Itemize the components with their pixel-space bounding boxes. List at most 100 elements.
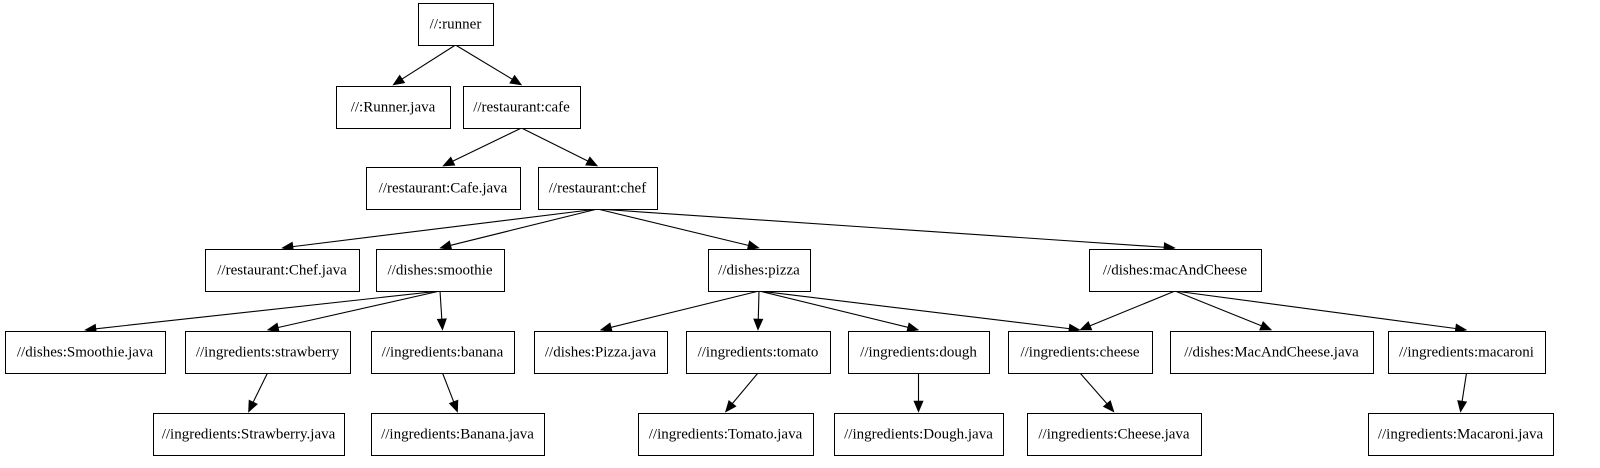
graph-node[interactable]: //dishes:MacAndCheese.java: [1170, 331, 1374, 374]
node-box[interactable]: [185, 331, 351, 374]
edge-arrowhead: [436, 318, 447, 331]
node-box[interactable]: [418, 3, 494, 46]
node-label: //ingredients:Macaroni.java: [1378, 426, 1544, 442]
node-box[interactable]: [848, 331, 990, 374]
edge-arrowhead: [448, 399, 459, 413]
graph-node[interactable]: //:runner: [418, 3, 494, 46]
graph-node[interactable]: //ingredients:banana: [371, 331, 515, 374]
node-label: //ingredients:cheese: [1020, 344, 1139, 360]
node-label: //dishes:Pizza.java: [545, 344, 657, 360]
edge-arrowhead: [1259, 321, 1273, 331]
edge-line: [441, 372, 455, 402]
edge-line: [455, 44, 513, 80]
graph-node[interactable]: //restaurant:Chef.java: [205, 249, 360, 292]
edge-arrowhead: [439, 240, 453, 251]
graph-node[interactable]: //dishes:macAndCheese: [1089, 249, 1262, 292]
edge-arrowhead: [906, 322, 920, 333]
node-box[interactable]: [834, 413, 1004, 456]
edge-line: [521, 127, 588, 162]
graph-node[interactable]: //ingredients:macaroni: [1388, 331, 1546, 374]
graph-node[interactable]: //restaurant:Cafe.java: [366, 167, 521, 210]
node-label: //dishes:smoothie: [388, 262, 493, 278]
node-box[interactable]: [1368, 413, 1554, 456]
node-box[interactable]: [371, 413, 545, 456]
graph-node[interactable]: //dishes:Smoothie.java: [5, 331, 166, 374]
edge-arrowhead: [442, 156, 456, 167]
edges-layer: [84, 44, 1468, 413]
edge-arrowhead: [913, 400, 924, 413]
node-label: //:runner: [430, 16, 482, 32]
node-box[interactable]: [708, 249, 811, 292]
node-box[interactable]: [1170, 331, 1374, 374]
edge-line: [452, 127, 522, 162]
node-box[interactable]: [153, 413, 345, 456]
node-box[interactable]: [376, 249, 505, 292]
node-box[interactable]: [534, 331, 668, 374]
edge-line: [758, 290, 1070, 330]
edge-line: [278, 290, 441, 329]
node-box[interactable]: [336, 86, 451, 129]
node-box[interactable]: [1388, 331, 1546, 374]
edge-line: [450, 208, 598, 246]
node-box[interactable]: [366, 167, 521, 210]
graph-node[interactable]: //ingredients:strawberry: [185, 331, 351, 374]
edge-line: [1174, 290, 1262, 327]
graph-node[interactable]: //:Runner.java: [336, 86, 451, 129]
node-box[interactable]: [463, 86, 581, 129]
edge-line: [758, 290, 908, 328]
edge-arrowhead: [725, 400, 737, 413]
edge-line: [597, 208, 1165, 248]
node-box[interactable]: [371, 331, 515, 374]
node-label: //dishes:Smoothie.java: [17, 344, 154, 360]
edge-arrowhead: [1079, 320, 1093, 331]
graph-node[interactable]: //dishes:smoothie: [376, 249, 505, 292]
node-box[interactable]: [1027, 413, 1202, 456]
edge-line: [439, 290, 443, 320]
node-label: //ingredients:Tomato.java: [649, 426, 803, 442]
graph-node[interactable]: //dishes:pizza: [708, 249, 811, 292]
node-box[interactable]: [538, 167, 658, 210]
edge-line: [757, 290, 760, 320]
graph-node[interactable]: //ingredients:dough: [848, 331, 990, 374]
graph-node[interactable]: //ingredients:Tomato.java: [638, 413, 814, 456]
edge-line: [1174, 290, 1456, 330]
node-label: //dishes:MacAndCheese.java: [1184, 344, 1359, 360]
graph-node[interactable]: //ingredients:Dough.java: [834, 413, 1004, 456]
node-box[interactable]: [5, 331, 166, 374]
node-label: //ingredients:strawberry: [196, 344, 340, 360]
graph-node[interactable]: //ingredients:Macaroni.java: [1368, 413, 1554, 456]
graph-node[interactable]: //restaurant:chef: [538, 167, 658, 210]
edge-arrowhead: [585, 156, 599, 167]
nodes-layer: //:runner //:Runner.java //restaurant:cafe…: [5, 3, 1554, 456]
edge-line: [292, 208, 598, 248]
node-label: //ingredients:Strawberry.java: [162, 426, 336, 442]
graph-node[interactable]: //dishes:Pizza.java: [534, 331, 668, 374]
node-box[interactable]: [1089, 249, 1262, 292]
graph-node[interactable]: //ingredients:Banana.java: [371, 413, 545, 456]
edge-arrowhead: [1102, 400, 1115, 413]
node-label: //restaurant:chef: [549, 180, 646, 196]
graph-node[interactable]: //ingredients:tomato: [686, 331, 831, 374]
graph-node[interactable]: //ingredients:cheese: [1008, 331, 1153, 374]
node-label: //restaurant:Chef.java: [217, 262, 347, 278]
graph-node[interactable]: //restaurant:cafe: [463, 86, 581, 129]
edge-arrowhead: [753, 318, 764, 331]
edge-line: [1461, 372, 1468, 402]
node-box[interactable]: [686, 331, 831, 374]
node-label: //ingredients:Banana.java: [381, 426, 534, 442]
node-box[interactable]: [1008, 331, 1153, 374]
node-label: //dishes:macAndCheese: [1103, 262, 1247, 278]
node-box[interactable]: [638, 413, 814, 456]
edge-line: [732, 372, 759, 404]
edge-arrowhead: [599, 322, 613, 333]
node-label: //ingredients:Dough.java: [844, 426, 993, 442]
edge-arrowhead: [392, 74, 406, 86]
edge-arrowhead: [509, 74, 523, 86]
edge-line: [95, 290, 441, 330]
graph-node[interactable]: //ingredients:Cheese.java: [1027, 413, 1202, 456]
edge-arrowhead: [1457, 400, 1468, 413]
graph-node[interactable]: //ingredients:Strawberry.java: [153, 413, 345, 456]
node-box[interactable]: [205, 249, 360, 292]
